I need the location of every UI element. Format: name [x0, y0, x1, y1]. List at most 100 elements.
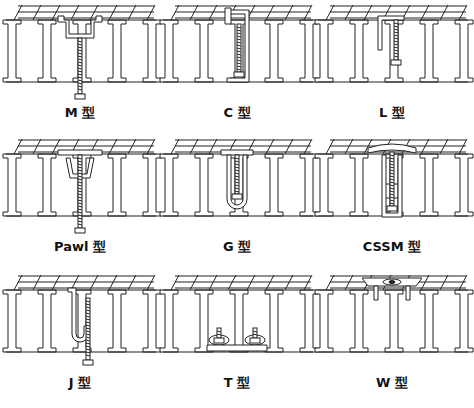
grating-line — [190, 139, 198, 154]
grating-line — [78, 218, 82, 219]
clip-type-label: C 型 — [223, 106, 250, 119]
grating-line — [285, 275, 293, 290]
grating-line — [86, 301, 90, 302]
grating-line — [237, 48, 241, 49]
grating-line — [330, 12, 466, 13]
grating-line — [78, 173, 82, 174]
grating-line — [86, 337, 90, 338]
grating-line — [228, 275, 236, 290]
grating-line — [86, 343, 90, 344]
grating-line — [235, 167, 239, 168]
grating-line — [78, 47, 82, 48]
grating-line — [18, 282, 154, 283]
grating-line — [86, 313, 90, 314]
grating-line — [394, 29, 398, 30]
grating-line — [237, 27, 241, 28]
grating-line — [237, 66, 241, 67]
grating-bar — [300, 290, 318, 352]
bolt — [253, 328, 257, 338]
grating-line — [78, 179, 82, 180]
grating-line — [440, 5, 448, 20]
grating-line — [237, 54, 241, 55]
grating-line — [330, 276, 466, 277]
grating-line — [235, 158, 239, 159]
grating-line — [78, 86, 82, 87]
bolt-head — [389, 281, 395, 284]
grating-line — [78, 44, 82, 45]
grating-line — [247, 275, 255, 290]
grating-line — [235, 179, 239, 180]
grating-line — [78, 50, 82, 51]
grating-line — [147, 5, 155, 20]
grating-line — [217, 331, 221, 332]
nut — [391, 60, 401, 65]
bolt — [235, 155, 239, 194]
grating-line — [190, 275, 198, 290]
grating-line — [78, 182, 82, 183]
grating-line — [175, 282, 311, 283]
grating-line — [14, 275, 22, 290]
grating-line — [285, 139, 293, 154]
grating-line — [394, 53, 398, 54]
grating-line — [330, 288, 466, 289]
grating-bar — [108, 290, 126, 352]
bolt — [394, 20, 398, 60]
clip-part — [378, 16, 404, 50]
grating-bar — [160, 20, 178, 82]
grating-line — [394, 56, 398, 57]
clip-type-label: M 型 — [65, 106, 95, 119]
grating-bar — [350, 20, 368, 82]
grating-bar — [265, 154, 283, 216]
grating-line — [163, 290, 313, 291]
clip-type-label: G 型 — [223, 240, 251, 253]
grating-line — [33, 139, 41, 154]
grating-line — [175, 140, 311, 141]
grating-line — [18, 12, 154, 13]
clip-part — [362, 278, 422, 286]
clip-part — [225, 8, 231, 24]
grating-line — [78, 212, 82, 213]
grating-line — [390, 164, 394, 165]
grating-line — [394, 23, 398, 24]
grating-line — [128, 139, 136, 154]
grating-line — [18, 276, 154, 277]
grating-line — [421, 275, 429, 290]
grating-line — [253, 334, 257, 335]
clip-figure — [315, 5, 473, 82]
grating-line — [78, 203, 82, 204]
grating-line — [78, 206, 82, 207]
grating-line — [237, 51, 241, 52]
grating-line — [33, 275, 41, 290]
grating-line — [394, 41, 398, 42]
grating-line — [78, 185, 82, 186]
grating-line — [209, 5, 217, 20]
grating-line — [390, 203, 394, 204]
grating-line — [235, 176, 239, 177]
grating-line — [326, 139, 334, 154]
grating-line — [18, 18, 154, 19]
grating-line — [52, 275, 60, 290]
grating-line — [318, 290, 468, 291]
grating-line — [14, 5, 22, 20]
grating-line — [235, 182, 239, 183]
clip-part — [221, 150, 253, 155]
grating-line — [18, 288, 154, 289]
grating-bar — [420, 154, 438, 216]
grating-line — [390, 197, 394, 198]
grating-line — [78, 53, 82, 54]
grating-line — [421, 5, 429, 20]
grating-bar — [38, 154, 56, 216]
grating-line — [266, 5, 274, 20]
grating-line — [78, 167, 82, 168]
clip-type-label: CSSM 型 — [363, 240, 421, 253]
grating-line — [390, 155, 394, 156]
grating-line — [237, 63, 241, 64]
grating-line — [86, 352, 90, 353]
grating-line — [253, 331, 257, 332]
bolt — [390, 152, 394, 206]
grating-line — [78, 215, 82, 216]
grating-line — [345, 139, 353, 154]
grating-line — [235, 161, 239, 162]
grating-line — [235, 185, 239, 186]
